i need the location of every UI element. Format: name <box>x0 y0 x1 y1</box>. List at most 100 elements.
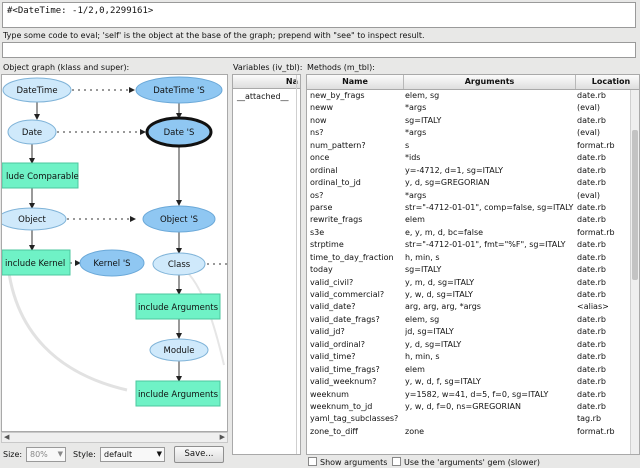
svg-text:Kernel 'S: Kernel 'S <box>93 259 130 269</box>
graph-node-include-arguments-2[interactable]: include Arguments <box>135 380 221 407</box>
methods-vertical-scrollbar[interactable] <box>630 90 639 454</box>
method-arguments: s <box>405 140 410 150</box>
graph-node-object-singleton[interactable]: Object 'S <box>142 205 216 233</box>
graph-title: Object graph (klass and super): <box>3 63 130 72</box>
eval-hint: Type some code to eval; 'self' is the ob… <box>3 31 425 40</box>
method-name: strptime <box>310 240 344 250</box>
graph-node-module[interactable]: Module <box>149 338 209 362</box>
variables-row[interactable]: __attached__ <box>237 92 289 101</box>
graph-node-date-singleton[interactable]: Date 'S <box>145 116 213 148</box>
method-name: parse <box>310 202 333 212</box>
graph-node-kernel-singleton[interactable]: Kernel 'S <box>79 249 145 277</box>
method-name: once <box>310 153 330 163</box>
method-location: date.rb <box>577 389 606 399</box>
size-select[interactable]: 80% ▼ <box>26 447 66 462</box>
method-arguments: y=-4712, d=1, sg=ITALY <box>405 165 504 175</box>
method-arguments: *args <box>405 128 427 138</box>
svg-text:Date: Date <box>22 128 42 138</box>
method-name: valid_jd? <box>310 327 345 337</box>
method-name: valid_time? <box>310 352 356 362</box>
scroll-right-icon[interactable]: ▶ <box>219 433 225 441</box>
svg-text:Date 'S: Date 'S <box>164 128 195 138</box>
graph-node-datetime[interactable]: DateTime <box>2 77 72 103</box>
svg-text:lude Comparable: lude Comparable <box>6 172 79 182</box>
method-arguments: e, y, m, d, bc=false <box>405 227 484 237</box>
object-graph[interactable]: DateTime DateTime 'S Date Date 'S lude C… <box>1 74 228 432</box>
method-location: format.rb <box>577 140 615 150</box>
method-location: date.rb <box>577 401 606 411</box>
svg-text:include Kernel: include Kernel <box>5 259 65 269</box>
scrollbar-thumb[interactable] <box>632 130 638 280</box>
method-location: date.rb <box>577 252 606 262</box>
show-arguments-checkbox[interactable]: Show arguments <box>308 457 387 467</box>
use-gem-checkbox[interactable]: Use the 'arguments' gem (slower) <box>392 457 540 467</box>
method-arguments: elem, sg <box>405 314 440 324</box>
method-row[interactable]: ns?*args(eval) <box>307 127 639 139</box>
method-name: today <box>310 265 333 275</box>
checkbox-box[interactable] <box>308 457 317 466</box>
method-arguments: y=1582, w=41, d=5, f=0, sg=ITALY <box>405 389 549 399</box>
method-location: date.rb <box>577 339 606 349</box>
result-output[interactable]: #<DateTime: -1/2,0,2299161> <box>2 2 636 28</box>
method-arguments: elem <box>405 364 425 374</box>
size-value: 80% <box>30 450 48 459</box>
method-row[interactable]: os?*args(eval) <box>307 190 639 202</box>
method-row[interactable]: neww*args(eval) <box>307 102 639 114</box>
graph-node-datetime-singleton[interactable]: DateTime 'S <box>135 76 223 104</box>
method-location: date.rb <box>577 91 606 100</box>
methods-header-arguments[interactable]: Arguments <box>404 75 576 89</box>
scroll-left-icon[interactable]: ◀ <box>4 433 10 441</box>
checkbox-box[interactable] <box>392 457 401 466</box>
method-arguments: h, min, s <box>405 352 440 362</box>
variables-table[interactable]: Na __attached__ <box>232 74 301 455</box>
graph-node-date[interactable]: Date <box>7 119 57 145</box>
methods-header-name[interactable]: Name <box>307 75 404 89</box>
save-button[interactable]: Save... <box>174 446 224 463</box>
graph-node-include-arguments[interactable]: include Arguments <box>135 293 221 320</box>
graph-node-object[interactable]: Object <box>2 207 67 231</box>
graph-node-include-comparable[interactable]: lude Comparable <box>2 162 79 189</box>
methods-header-location[interactable]: Location <box>591 77 631 86</box>
variables-header-name[interactable]: Na <box>233 75 300 89</box>
method-name: rewrite_frags <box>310 215 363 225</box>
method-location: format.rb <box>577 426 615 436</box>
method-location: (eval) <box>577 190 601 200</box>
graph-node-include-kernel[interactable]: include Kernel <box>2 249 71 276</box>
graph-node-class[interactable]: Class <box>152 252 206 276</box>
method-location: <alias> <box>577 302 609 312</box>
method-location: date.rb <box>577 115 606 125</box>
method-location: date.rb <box>577 377 606 387</box>
graph-horizontal-scrollbar[interactable]: ◀ ▶ <box>1 432 228 443</box>
size-label: Size: <box>3 450 23 459</box>
eval-input[interactable] <box>2 42 636 58</box>
method-arguments: y, d, sg=ITALY <box>405 339 462 349</box>
style-select[interactable]: default ▼ <box>100 447 165 462</box>
method-location: date.rb <box>577 215 606 225</box>
method-row[interactable]: valid_date?arg, arg, arg, *args<alias> <box>307 301 639 313</box>
method-row[interactable]: yaml_tag_subclasses?tag.rb <box>307 413 639 425</box>
